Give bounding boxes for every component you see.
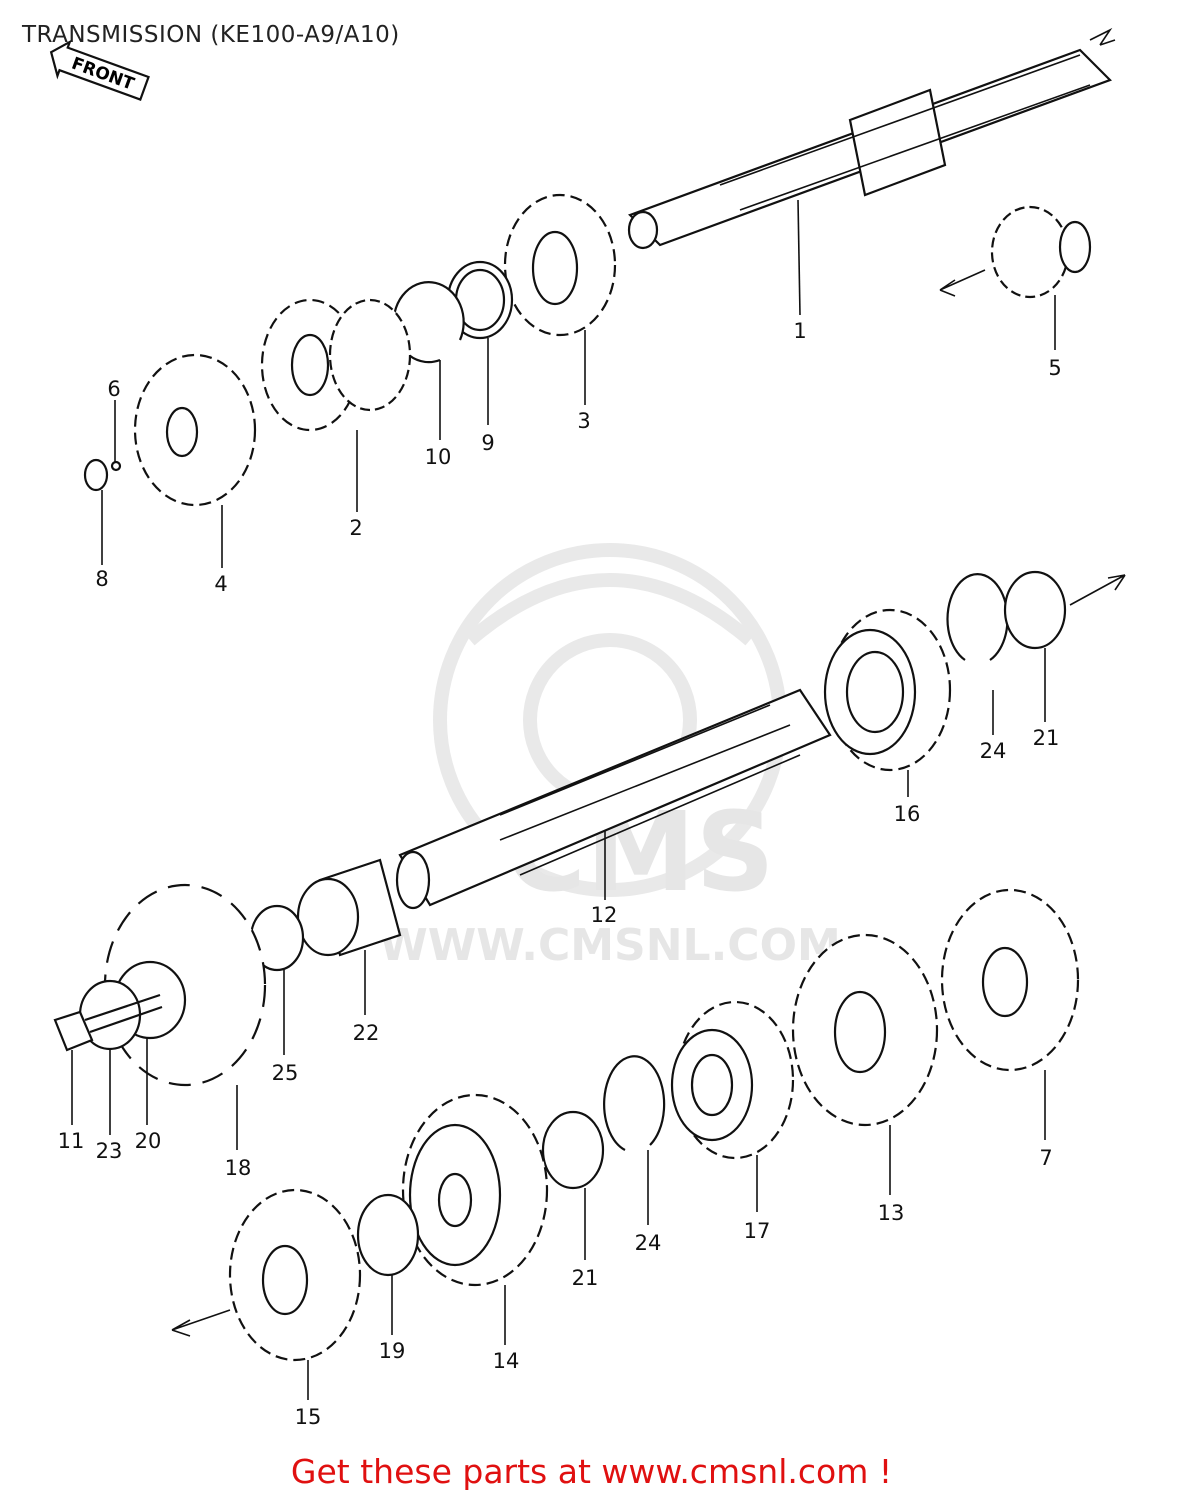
part-6-ball (110, 460, 122, 472)
callout-12: 12 (591, 903, 618, 927)
callout-19: 19 (379, 1339, 406, 1363)
callout-15: 15 (295, 1405, 322, 1429)
callout-14: 14 (493, 1349, 520, 1373)
gear-4 (133, 353, 257, 507)
callout-16: 16 (894, 802, 921, 826)
collar-22 (296, 858, 402, 957)
callout-23: 23 (96, 1139, 123, 1163)
callout-21-lower: 21 (572, 1266, 599, 1290)
callout-17: 17 (744, 1219, 771, 1243)
gear-17 (670, 1000, 795, 1160)
gear-5 (939, 205, 1092, 299)
callout-4: 4 (214, 572, 227, 596)
callout-18: 18 (225, 1156, 252, 1180)
callout-8: 8 (95, 567, 108, 591)
input-shaft (627, 27, 1116, 250)
gear-16 (823, 608, 952, 772)
callout-24-upper: 24 (980, 739, 1007, 763)
output-shaft (395, 688, 832, 910)
callout-20: 20 (135, 1129, 162, 1153)
washer-21-lower (541, 1110, 605, 1190)
callout-22: 22 (353, 1021, 380, 1045)
page-title: TRANSMISSION (KE100-A9/A10) (22, 22, 400, 48)
callout-25: 25 (272, 1061, 299, 1085)
callout-5: 5 (1048, 356, 1061, 380)
front-arrow-badge: FRONT (49, 39, 150, 101)
gear-14 (401, 1093, 549, 1287)
callout-10: 10 (425, 445, 452, 469)
callout-2: 2 (349, 516, 362, 540)
callout-6: 6 (107, 377, 120, 401)
leader-lines (71, 199, 1056, 1400)
circlip-10 (392, 281, 465, 364)
washer-21-upper (1003, 570, 1067, 650)
gear-2 (260, 298, 412, 432)
callout-21-upper: 21 (1033, 726, 1060, 750)
circlip-24-upper (946, 572, 1009, 661)
gear-3 (503, 193, 617, 337)
callout-24-lower: 24 (635, 1231, 662, 1255)
bolt-11 (53, 993, 163, 1052)
callout-11: 11 (58, 1129, 85, 1153)
circlip-24-lower (603, 1055, 666, 1151)
washer-19 (356, 1193, 420, 1277)
callout-1: 1 (793, 319, 806, 343)
gear-7 (940, 888, 1080, 1072)
gear-15 (171, 1188, 362, 1362)
callout-7: 7 (1039, 1146, 1052, 1170)
cms-watermark: CMS WWW.CMSNL.COM (379, 543, 841, 971)
arrow-upper-right (1069, 574, 1126, 606)
callout-13: 13 (878, 1201, 905, 1225)
part-8-circlip (83, 458, 109, 492)
watermark-url: WWW.CMSNL.COM (379, 920, 841, 971)
callout-9: 9 (481, 431, 494, 455)
gear-13 (791, 933, 939, 1127)
callout-labels: 1 2 3 4 5 6 7 8 9 10 11 12 13 14 15 16 1… (58, 319, 1062, 1429)
footer-link-text[interactable]: Get these parts at www.cmsnl.com ! (290, 1452, 893, 1491)
callout-3: 3 (577, 409, 590, 433)
